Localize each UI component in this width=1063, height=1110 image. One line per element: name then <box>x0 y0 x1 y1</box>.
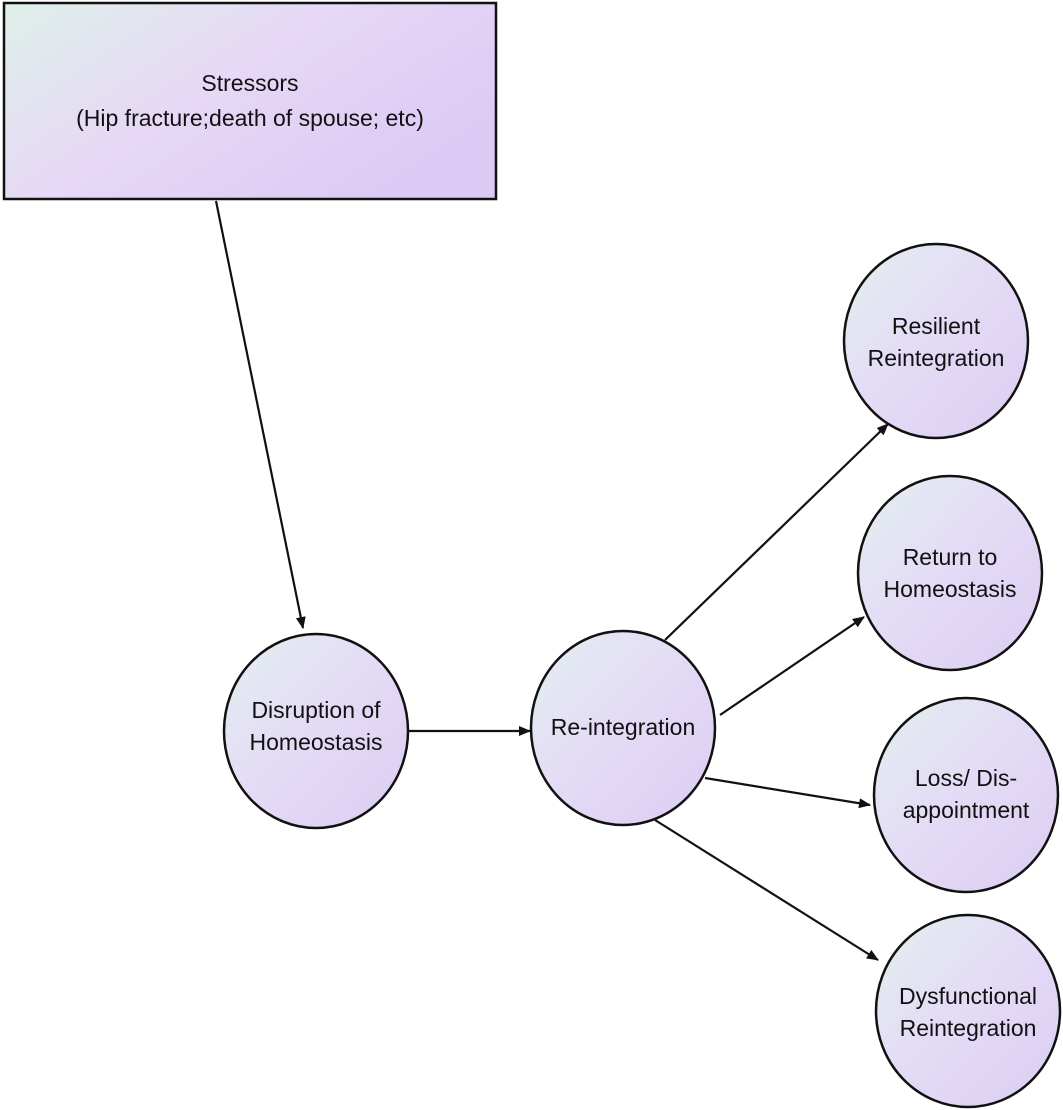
resilient-label-line1: Resilient <box>892 313 981 339</box>
disruption-circle <box>222 632 410 830</box>
node-resilient: Resilient Reintegration <box>842 242 1030 440</box>
arrow-reintegration-to-return <box>719 616 865 716</box>
return-circle <box>856 474 1044 672</box>
resilient-label-line2: Reintegration <box>868 345 1005 371</box>
edges <box>214 200 889 961</box>
stressors-label: Stressors <box>201 70 298 96</box>
node-return: Return to Homeostasis <box>856 474 1044 672</box>
arrow-reintegration-to-loss <box>704 776 871 809</box>
loss-label-line1: Loss/ Dis- <box>915 765 1017 791</box>
arrow-stressors-to-disruption <box>214 200 306 629</box>
disruption-label-line2: Homeostasis <box>250 729 383 755</box>
stressors-box <box>2 1 498 201</box>
node-stressors: Stressors (Hip fracture;death of spouse;… <box>2 1 498 201</box>
node-disruption: Disruption of Homeostasis <box>222 632 410 830</box>
dysfunctional-circle <box>874 913 1062 1109</box>
loss-label-line2: appointment <box>903 797 1030 823</box>
stressors-examples: (Hip fracture;death of spouse; etc) <box>76 105 424 131</box>
dysfunctional-label-line2: Reintegration <box>900 1015 1037 1041</box>
reintegration-circle <box>529 629 717 827</box>
dysfunctional-label-line1: Dysfunctional <box>899 983 1037 1009</box>
reintegration-label: Re-integration <box>551 714 695 740</box>
return-label-line2: Homeostasis <box>884 576 1017 602</box>
resilient-circle <box>842 242 1030 440</box>
loss-circle <box>872 696 1060 894</box>
disruption-label-line1: Disruption of <box>251 697 381 723</box>
node-dysfunctional: Dysfunctional Reintegration <box>874 913 1062 1109</box>
arrow-reintegration-to-dysfunctional <box>654 819 879 961</box>
node-reintegration: Re-integration <box>529 629 717 827</box>
arrow-reintegration-to-resilient <box>664 423 889 641</box>
return-label-line1: Return to <box>903 544 998 570</box>
node-loss: Loss/ Dis- appointment <box>872 696 1060 894</box>
